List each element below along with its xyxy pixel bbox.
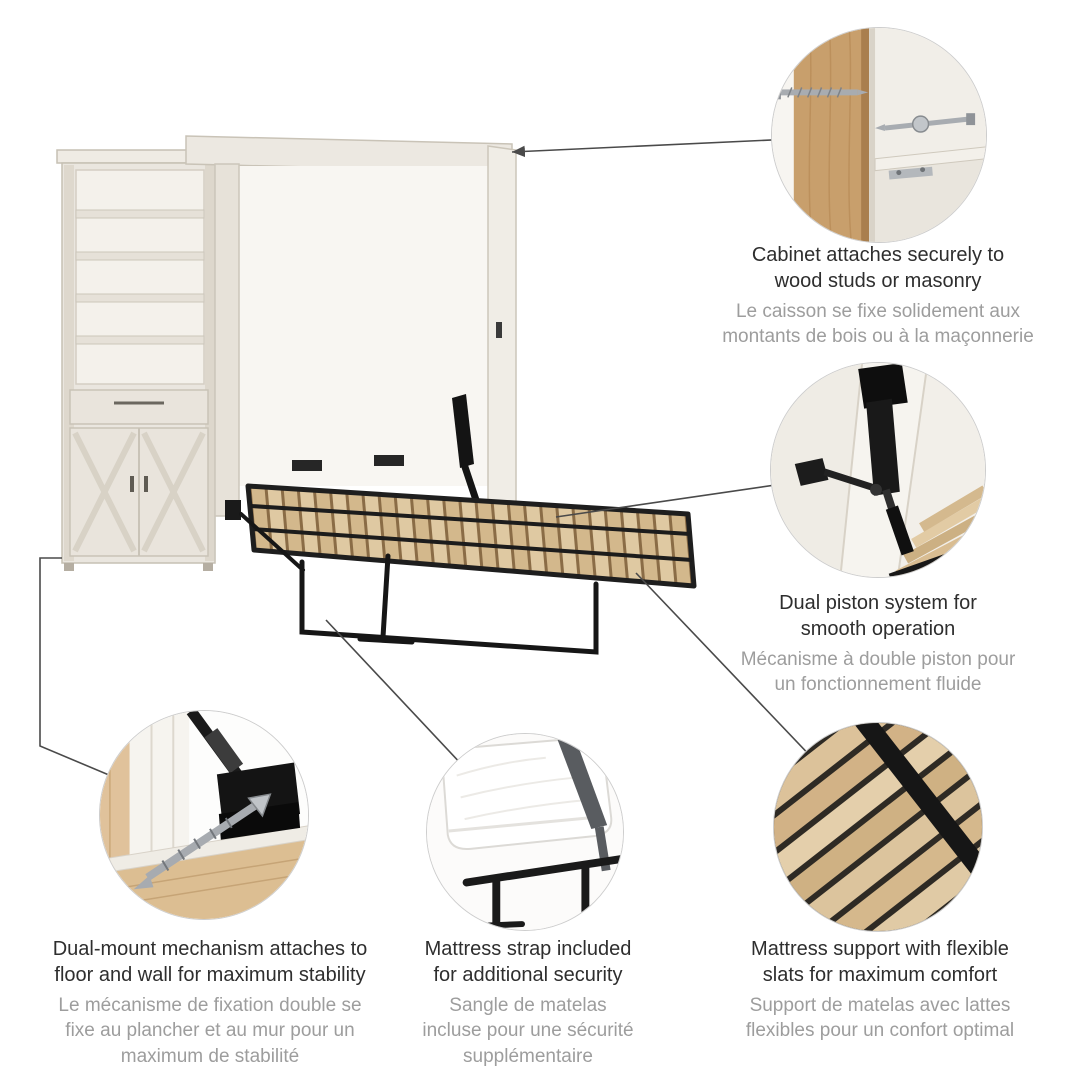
dual-mount-detail-art xyxy=(100,711,308,919)
callout-circle-dual-mount xyxy=(99,710,309,920)
piston-icon xyxy=(794,363,914,556)
bed-deck-illustration xyxy=(245,483,697,589)
cabinet-detail-art xyxy=(772,28,986,242)
bed-cabinet-illustration xyxy=(185,135,517,536)
caption-piston-fr: Mécanisme à double piston pour un foncti… xyxy=(740,649,1016,696)
callout-circle-slats xyxy=(773,722,983,932)
top-bracket-icon xyxy=(888,166,933,180)
caption-slats-fr: Support de matelas avec lattes flexibles… xyxy=(745,995,1015,1042)
caption-dual-mount: Dual-mount mechanism attaches to floor a… xyxy=(18,936,402,1069)
caption-slats-en: Mattress support with flexible slats for… xyxy=(751,938,1009,986)
caption-strap: Mattress strap included for additional s… xyxy=(402,936,654,1069)
caption-cabinet-fr: Le caisson se fixe solidement aux montan… xyxy=(722,301,1034,348)
caption-cabinet-en: Cabinet attaches securely to wood studs … xyxy=(751,244,1005,292)
lag-bolt-icon xyxy=(133,793,272,890)
callout-circle-strap xyxy=(426,733,624,931)
bookcase-illustration xyxy=(56,149,222,571)
caption-dual-mount-fr: Le mécanisme de fixation double se fixe … xyxy=(58,995,362,1067)
callout-circle-cabinet xyxy=(771,27,987,243)
strap-detail-art xyxy=(427,734,623,930)
bed-frame-legs xyxy=(239,512,599,655)
caption-strap-fr: Sangle de matelas incluse pour une sécur… xyxy=(422,995,634,1067)
caption-piston: Dual piston system for smooth operation … xyxy=(700,590,1056,698)
piston-detail-art xyxy=(771,363,985,577)
caption-piston-en: Dual piston system for smooth operation xyxy=(779,592,977,640)
caption-dual-mount-en: Dual-mount mechanism attaches to floor a… xyxy=(52,938,368,986)
pivot-left xyxy=(225,500,241,520)
slats-detail-art xyxy=(774,723,982,931)
caption-slats: Mattress support with flexible slats for… xyxy=(700,936,1060,1044)
panel-bolt-icon xyxy=(875,113,976,133)
caption-cabinet: Cabinet attaches securely to wood studs … xyxy=(700,242,1056,350)
caption-strap-en: Mattress strap included for additional s… xyxy=(424,938,632,986)
callout-circle-piston xyxy=(770,362,986,578)
